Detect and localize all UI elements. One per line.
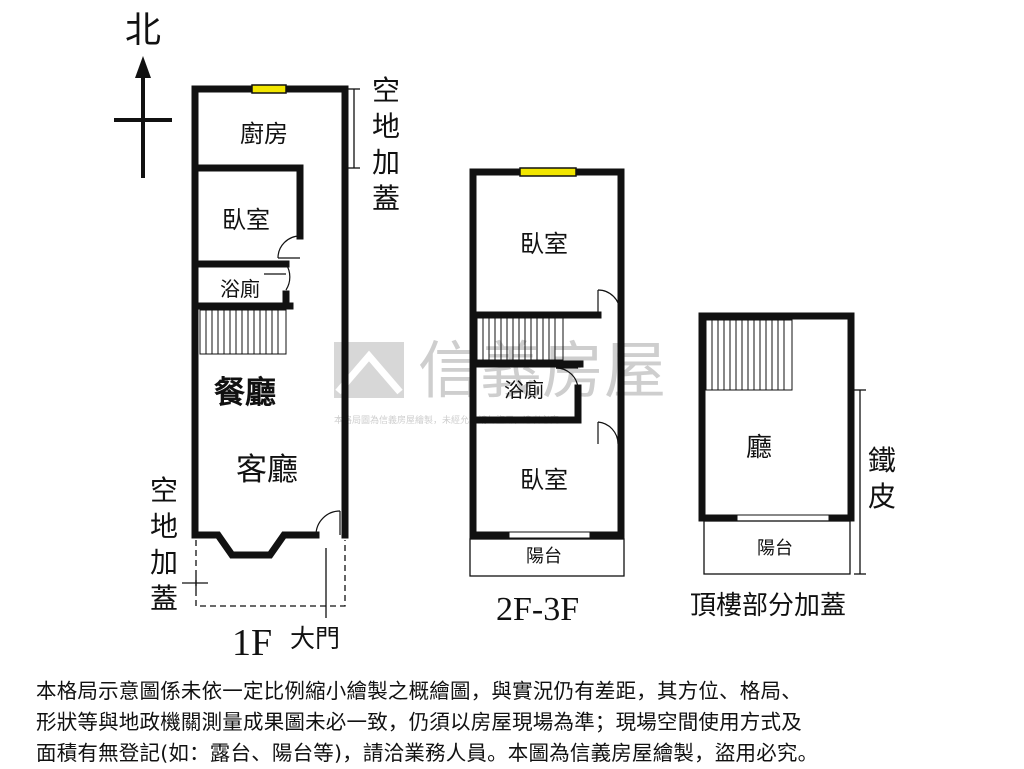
stairs-icon: [476, 317, 564, 361]
side-note-roof-text: 鐵皮: [868, 444, 896, 513]
side-note-roof-text-char: 鐵: [868, 444, 896, 477]
side-note-bottom-text-char: 加: [150, 546, 178, 579]
side-note-bottom-text-char: 地: [150, 510, 178, 543]
room-bedroom-2f-bottom: 臥室: [520, 466, 568, 494]
stairs-icon: [199, 309, 287, 355]
room-hall-roof: 廳: [746, 433, 772, 463]
disclaimer: 本格局示意圖係未依一定比例縮小繪製之概繪圖，與實況仍有差距，其方位、格局、 形狀…: [36, 676, 996, 769]
disclaimer-line: 本格局示意圖係未依一定比例縮小繪製之概繪圖，與實況仍有差距，其方位、格局、: [36, 679, 802, 703]
floor-plan-svg: 信義房屋 本格局圖為信義房屋繪製，未經允許請勿盜用，違者必究 北: [114, 10, 896, 664]
side-note-top-text-char: 地: [372, 110, 400, 143]
dimension-line-icon: [854, 389, 866, 575]
side-note-top: 空地加蓋: [372, 74, 400, 215]
side-note-top-text-char: 加: [372, 146, 400, 179]
side-note-bottom-text-char: 空: [150, 474, 178, 507]
floor-1-extension-outline: [195, 540, 346, 607]
room-bedroom-2f-top: 臥室: [520, 230, 568, 258]
room-bedroom-1f: 臥室: [222, 206, 270, 234]
room-bathroom-1f: 浴廁: [220, 277, 260, 301]
room-living: 客廳: [236, 452, 298, 488]
side-note-bottom-text-char: 蓋: [150, 582, 178, 615]
side-note-roof: 鐵皮: [868, 444, 896, 513]
window-icon: [519, 167, 577, 177]
stairs-icon: [705, 319, 793, 391]
room-dining: 餐廳: [214, 375, 276, 411]
disclaimer-line: 面積有無登記(如：露台、陽台等)，請洽業務人員。本圖為信義房屋繪製，盜用必究。: [36, 741, 819, 765]
door-icon: [555, 289, 621, 445]
disclaimer-line: 形狀等與地政機關測量成果圖未必一致，仍須以房屋現場為準；現場空間使用方式及: [36, 710, 802, 734]
balcony-roof: [703, 514, 851, 575]
side-note-top-text: 空地加蓋: [372, 74, 400, 215]
balcony-2f-label: 陽台: [526, 546, 562, 567]
watermark-brand: 信義房屋: [418, 334, 666, 407]
floor-label-roof: 頂樓部分加蓋: [690, 591, 846, 621]
floor-label-2f-3f: 2F-3F: [496, 591, 579, 628]
side-note-roof-text-char: 皮: [868, 480, 896, 513]
balcony-2f: [469, 531, 625, 577]
watermark: 信義房屋 本格局圖為信義房屋繪製，未經允許請勿盜用，違者必究: [334, 334, 666, 426]
side-note-bottom-text: 空地加蓋: [150, 474, 178, 615]
floor-label-1f: 1F: [232, 622, 272, 664]
room-bathroom-2f: 浴廁: [504, 378, 544, 402]
north-arrow-icon: [114, 56, 172, 178]
side-note-top-text-char: 空: [372, 74, 400, 107]
balcony-roof-label: 陽台: [757, 538, 793, 559]
side-note-top-text-char: 蓋: [372, 182, 400, 215]
north-label: 北: [125, 10, 161, 50]
entrance-label: 大門: [290, 624, 340, 653]
door-icon: [264, 235, 341, 536]
room-kitchen: 廚房: [240, 120, 288, 148]
dimension-line-icon: [182, 88, 360, 590]
side-note-bottom: 空地加蓋: [150, 474, 178, 615]
roof-walls: [698, 312, 855, 522]
window-icon: [251, 84, 287, 94]
